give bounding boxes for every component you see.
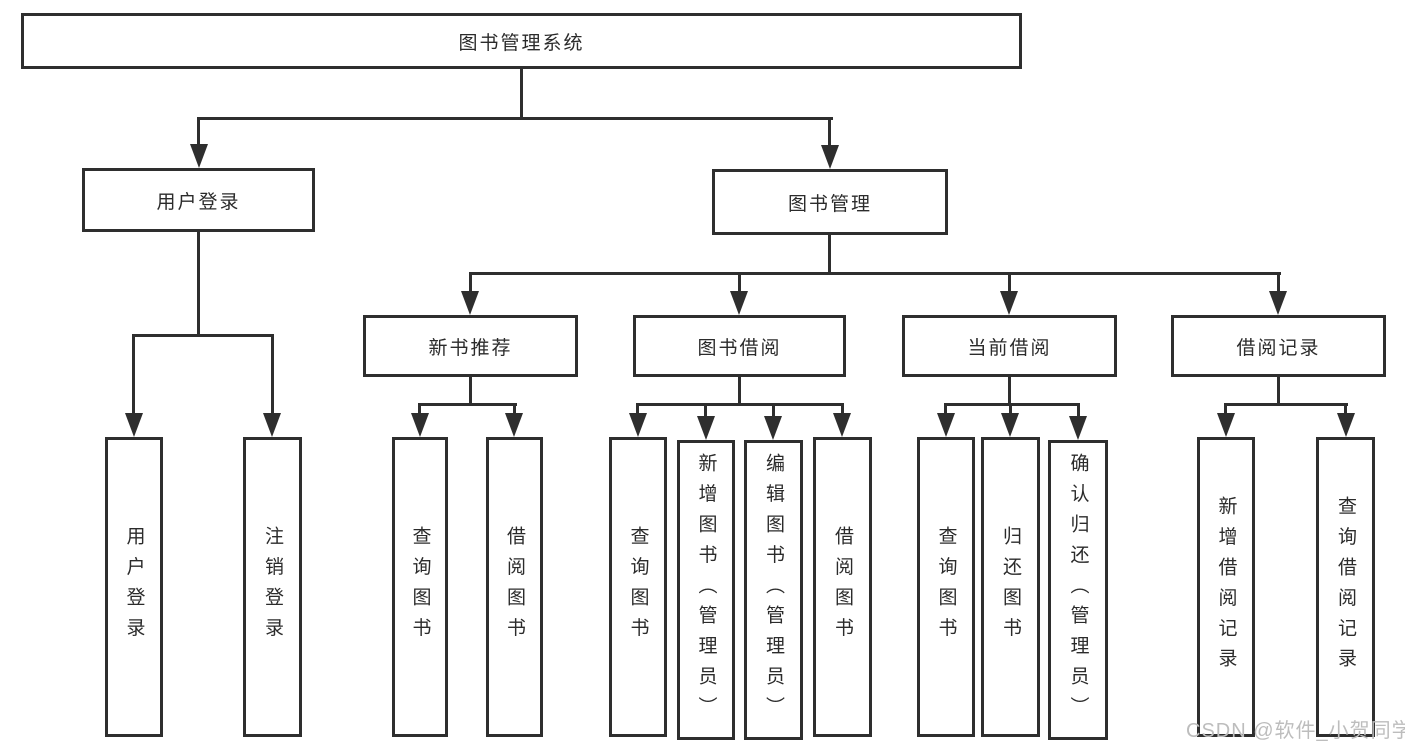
connector-recommend-hline: [418, 403, 517, 406]
arrow-to-current-query-books: [937, 413, 955, 437]
leaf-borrow-borrow-books: 借阅图书: [813, 437, 872, 737]
leaf-recommend-query-books-label: 查询图书: [409, 526, 431, 648]
connector-mgmt-stub-1: [469, 272, 472, 294]
node-current-borrowing: 当前借阅: [902, 315, 1117, 377]
node-user-login: 用户登录: [82, 168, 315, 232]
connector-login-vline: [197, 232, 200, 336]
node-new-book-recommendation: 新书推荐: [363, 315, 578, 377]
leaf-borrow-query-books: 查询图书: [609, 437, 667, 737]
connector-login-hline: [132, 334, 274, 337]
node-user-login-label: 用户登录: [156, 191, 241, 213]
leaf-logout: 注销登录: [243, 437, 302, 737]
arrow-to-leaf-logout: [263, 413, 281, 437]
arrow-to-new-book-recommendation: [461, 291, 479, 315]
arrow-to-records-query-record: [1337, 413, 1355, 437]
node-book-borrowing-label: 图书借阅: [697, 337, 782, 359]
connector-recommend-stub-1: [418, 403, 421, 416]
node-borrowing-records: 借阅记录: [1171, 315, 1386, 377]
leaf-user-login: 用户登录: [105, 437, 163, 737]
connector-borrow-vline: [738, 377, 741, 405]
node-new-book-recommendation-label: 新书推荐: [428, 337, 513, 359]
leaf-recommend-query-books: 查询图书: [392, 437, 448, 737]
arrow-to-current-confirm-return: [1069, 416, 1087, 440]
leaf-recommend-borrow-books: 借阅图书: [486, 437, 543, 737]
connector-current-stub-3: [1077, 403, 1080, 418]
leaf-current-query-books: 查询图书: [917, 437, 975, 737]
connector-login-stub-2: [271, 334, 274, 415]
connector-current-stub-2: [1009, 403, 1012, 416]
connector-borrow-stub-2: [704, 403, 707, 418]
node-library-system-label: 图书管理系统: [458, 32, 585, 54]
arrow-to-recommend-query-books: [411, 413, 429, 437]
connector-mgmt-stub-4: [1277, 272, 1280, 294]
connector-root-stub-login: [197, 117, 200, 146]
leaf-borrow-borrow-books-label: 借阅图书: [832, 526, 853, 648]
leaf-records-add-record-label: 新增借阅记录: [1215, 495, 1237, 679]
node-borrowing-records-label: 借阅记录: [1236, 337, 1321, 359]
arrow-to-borrowing-records: [1269, 291, 1287, 315]
leaf-logout-label: 注销登录: [262, 526, 283, 648]
leaf-borrow-query-books-label: 查询图书: [627, 526, 649, 648]
arrow-to-recommend-borrow-books: [505, 413, 523, 437]
node-current-borrowing-label: 当前借阅: [967, 337, 1052, 359]
leaf-records-query-record-label: 查询借阅记录: [1335, 495, 1356, 679]
leaf-current-return-books-label: 归还图书: [1000, 526, 1021, 648]
arrow-to-records-add-record: [1217, 413, 1235, 437]
connector-mgmt-vline: [828, 235, 831, 274]
csdn-watermark: CSDN @软件_小贺同学: [1186, 720, 1405, 742]
leaf-recommend-borrow-books-label: 借阅图书: [504, 526, 525, 648]
arrow-to-current-return-books: [1001, 413, 1019, 437]
connector-recommend-stub-2: [513, 403, 516, 416]
connector-root-hline: [197, 117, 833, 120]
leaf-borrow-edit-books-admin-label: 编辑图书（管理员）: [763, 453, 784, 727]
arrow-to-borrow-add-books: [697, 416, 715, 440]
arrow-to-book-management: [821, 145, 839, 169]
connector-records-stub-1: [1224, 403, 1227, 416]
connector-recommend-vline: [469, 377, 472, 405]
arrow-to-borrow-edit-books: [764, 416, 782, 440]
connector-root-vline: [520, 69, 523, 119]
node-book-borrowing: 图书借阅: [633, 315, 846, 377]
arrow-to-borrow-query-books: [629, 413, 647, 437]
connector-root-stub-mgmt: [828, 117, 831, 147]
arrow-to-user-login: [190, 144, 208, 168]
connector-borrow-stub-1: [636, 403, 639, 416]
connector-borrow-hline: [636, 403, 844, 406]
node-library-system: 图书管理系统: [21, 13, 1022, 69]
leaf-records-add-record: 新增借阅记录: [1197, 437, 1255, 737]
connector-current-vline: [1008, 377, 1011, 405]
arrow-to-borrow-borrow-books: [833, 413, 851, 437]
connector-login-stub-1: [132, 334, 135, 415]
connector-records-hline: [1224, 403, 1348, 406]
leaf-borrow-add-books-admin-label: 新增图书（管理员）: [695, 453, 717, 727]
leaf-current-query-books-label: 查询图书: [935, 526, 957, 648]
node-book-management: 图书管理: [712, 169, 948, 235]
connector-mgmt-stub-2: [738, 272, 741, 294]
node-book-management-label: 图书管理: [787, 193, 872, 215]
leaf-records-query-record: 查询借阅记录: [1316, 437, 1375, 737]
connector-borrow-stub-3: [772, 403, 775, 418]
leaf-current-confirm-return-admin-label: 确认归还（管理员）: [1067, 453, 1089, 727]
leaf-current-return-books: 归还图书: [981, 437, 1040, 737]
connector-records-stub-2: [1344, 403, 1347, 416]
connector-current-stub-1: [944, 403, 947, 416]
connector-records-vline: [1277, 377, 1280, 405]
connector-borrow-stub-4: [841, 403, 844, 416]
arrow-to-book-borrowing: [730, 291, 748, 315]
arrow-to-leaf-user-login: [125, 413, 143, 437]
leaf-user-login-label: 用户登录: [123, 526, 145, 648]
connector-current-hline: [944, 403, 1080, 406]
leaf-current-confirm-return-admin: 确认归还（管理员）: [1048, 440, 1108, 740]
connector-mgmt-hline: [469, 272, 1281, 275]
leaf-borrow-edit-books-admin: 编辑图书（管理员）: [744, 440, 803, 740]
connector-mgmt-stub-3: [1008, 272, 1011, 294]
arrow-to-current-borrowing: [1000, 291, 1018, 315]
leaf-borrow-add-books-admin: 新增图书（管理员）: [677, 440, 735, 740]
